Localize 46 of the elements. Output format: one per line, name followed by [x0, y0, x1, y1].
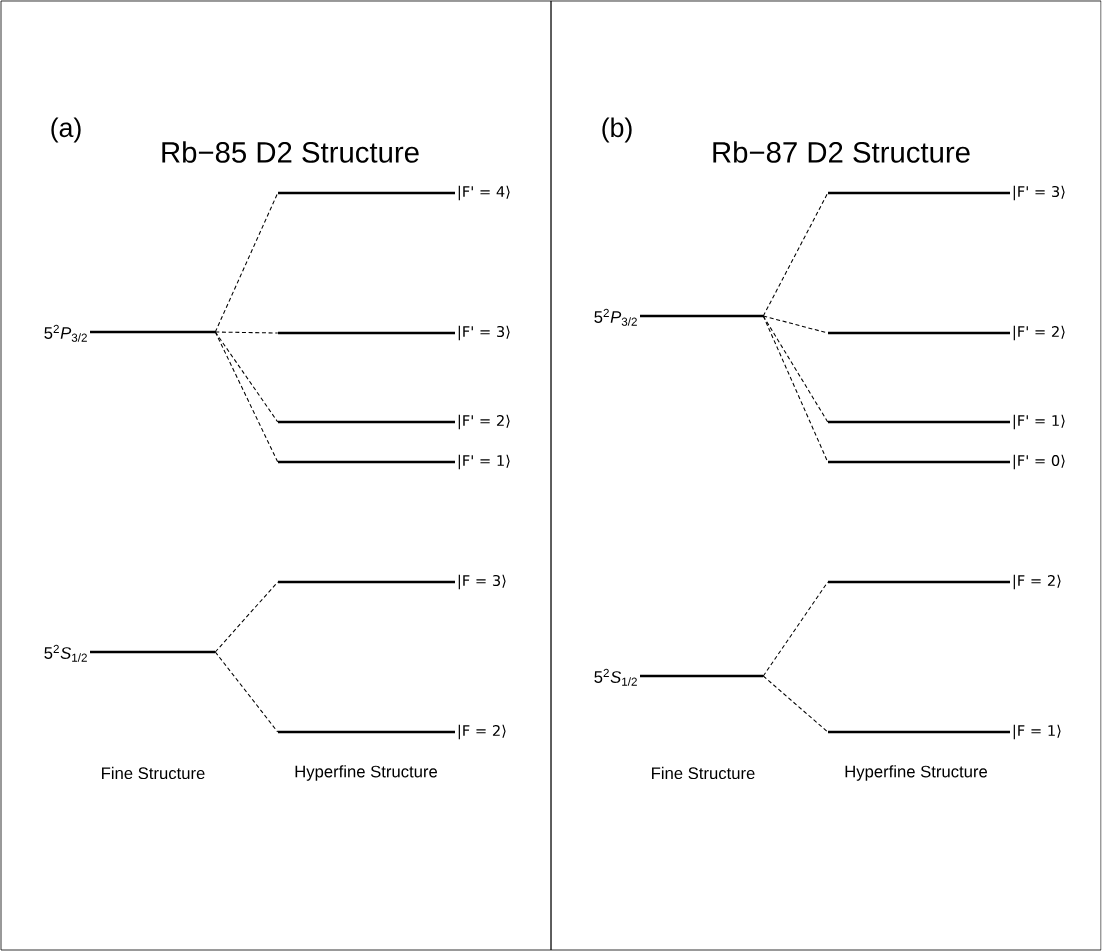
axis-caption: Hyperfine Structure	[845, 765, 988, 781]
node-label: |F' = 1⟩	[1013, 414, 1065, 430]
axis-caption: Fine Structure	[652, 766, 755, 780]
node-label: |F = 2⟩	[458, 724, 506, 740]
node-label: |F = 1⟩	[1013, 724, 1061, 740]
node-label: |F' = 3⟩	[1013, 185, 1065, 201]
dashed-line	[214, 192, 279, 333]
energy-level: |F = 1⟩	[828, 724, 1061, 740]
energy-level: |F' = 3⟩	[278, 325, 510, 341]
energy-level: 5$^{2}$S$_{1/2}$	[44, 644, 215, 662]
node-label: |F = 3⟩	[458, 574, 506, 590]
node-label: 5$^{2}$S$_{1/2}$	[594, 668, 637, 686]
energy-level: |F = 3⟩	[278, 574, 506, 590]
energy-level: 5$^{2}$S$_{1/2}$	[594, 668, 763, 686]
dashed-line	[214, 331, 279, 334]
energy-level: |F' = 1⟩	[278, 454, 510, 470]
dashed-line	[762, 192, 829, 317]
node-label: |F' = 4⟩	[458, 185, 510, 201]
dashed-line	[214, 581, 279, 653]
dashed-line	[762, 675, 829, 733]
node-label: |F' = 2⟩	[1013, 325, 1065, 341]
energy-level: |F' = 2⟩	[828, 325, 1065, 341]
energy-level: 5$^{2}$P$_{3/2}$	[594, 308, 763, 326]
energy-level: |F' = 4⟩	[278, 185, 510, 201]
node-label: |F' = 1⟩	[458, 454, 510, 470]
energy-level: 5$^{2}$P$_{3/2}$	[44, 324, 215, 342]
energy-level: |F' = 1⟩	[828, 414, 1065, 430]
energy-level: |F' = 3⟩	[828, 185, 1065, 201]
node-label: |F' = 0⟩	[1013, 454, 1065, 470]
energy-level: |F' = 0⟩	[828, 454, 1065, 470]
axis-caption: Fine Structure	[102, 766, 205, 780]
energy-level: |F = 2⟩	[278, 724, 506, 740]
node-label: 5$^{2}$P$_{3/2}$	[44, 324, 87, 342]
energy-level: |F = 2⟩	[828, 574, 1061, 590]
node-label: |F' = 3⟩	[458, 325, 510, 341]
energy-level: |F' = 2⟩	[278, 414, 510, 430]
axis-caption: Hyperfine Structure	[295, 765, 438, 781]
node-label: |F' = 2⟩	[458, 414, 510, 430]
node-label: |F = 2⟩	[1013, 574, 1061, 590]
dashed-line	[762, 315, 829, 334]
dashed-line	[214, 651, 279, 733]
node-label: 5$^{2}$S$_{1/2}$	[44, 644, 87, 662]
node-label: 5$^{2}$P$_{3/2}$	[594, 308, 637, 326]
dashed-line	[762, 581, 829, 677]
dashed-line	[214, 331, 279, 463]
dashed-line	[762, 315, 829, 463]
